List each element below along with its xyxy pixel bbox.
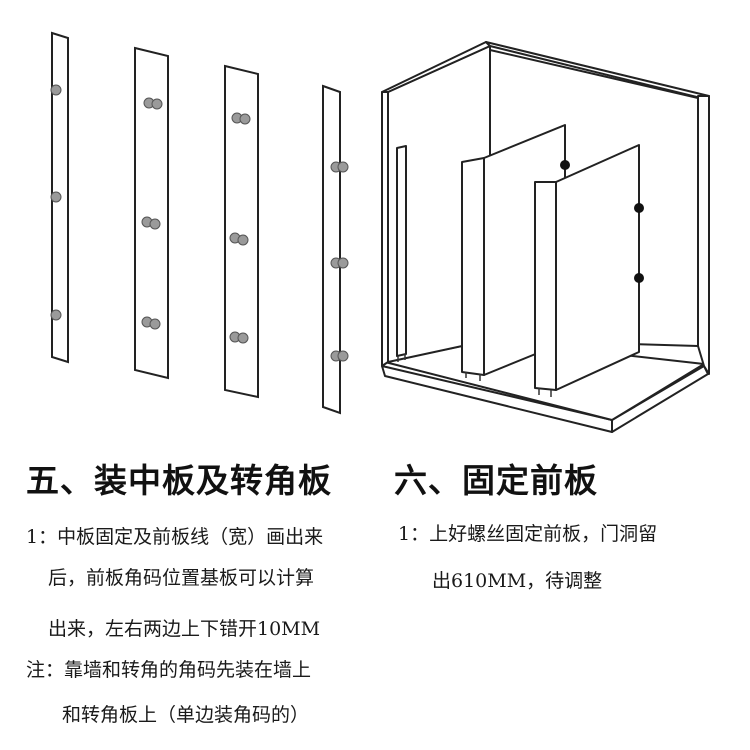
front-panel-icon xyxy=(224,64,259,399)
corner-bracket-icon xyxy=(337,161,349,173)
left-step-line-1: 1：中板固定及前板线（宽）画出来 xyxy=(26,526,324,548)
left-note-line-2: 和转角板上（单边装角码的） xyxy=(62,704,310,726)
left-step-line-2: 后，前板角码位置基板可以计算 xyxy=(48,567,315,589)
corner-bracket-icon xyxy=(50,84,62,96)
corner-bracket-icon xyxy=(239,113,251,125)
screw-icon xyxy=(634,273,644,283)
wall-panel-icon xyxy=(50,31,69,364)
corner-bracket-icon xyxy=(237,332,249,344)
right-step-line-2: 出610MM，待调整 xyxy=(432,570,603,592)
left-step-line-3: 出来，左右两边上下错开10MM xyxy=(48,618,321,640)
corner-bracket-icon xyxy=(149,218,161,230)
corner-bracket-icon xyxy=(151,98,163,110)
screw-icon xyxy=(560,160,570,170)
corner-bracket-icon xyxy=(50,309,62,321)
corner-panel-icon xyxy=(322,84,349,415)
middle-panel-icon xyxy=(134,46,169,380)
toilet-cubicle-icon xyxy=(381,41,710,433)
corner-bracket-icon xyxy=(237,234,249,246)
left-note-line-1: 注：靠墙和转角的角码先装在墙上 xyxy=(26,659,312,681)
corner-bracket-icon xyxy=(337,257,349,269)
installation-illustration xyxy=(50,31,710,433)
screw-icon xyxy=(634,203,644,213)
fix-front-panel-title: 六、固定前板 xyxy=(394,461,598,500)
right-step-line-1: 1：上好螺丝固定前板，门洞留 xyxy=(398,523,658,545)
corner-bracket-icon xyxy=(337,350,349,362)
corner-bracket-icon xyxy=(149,318,161,330)
install-middle-corner-panels-title: 五、装中板及转角板 xyxy=(26,461,332,500)
corner-bracket-icon xyxy=(50,191,62,203)
